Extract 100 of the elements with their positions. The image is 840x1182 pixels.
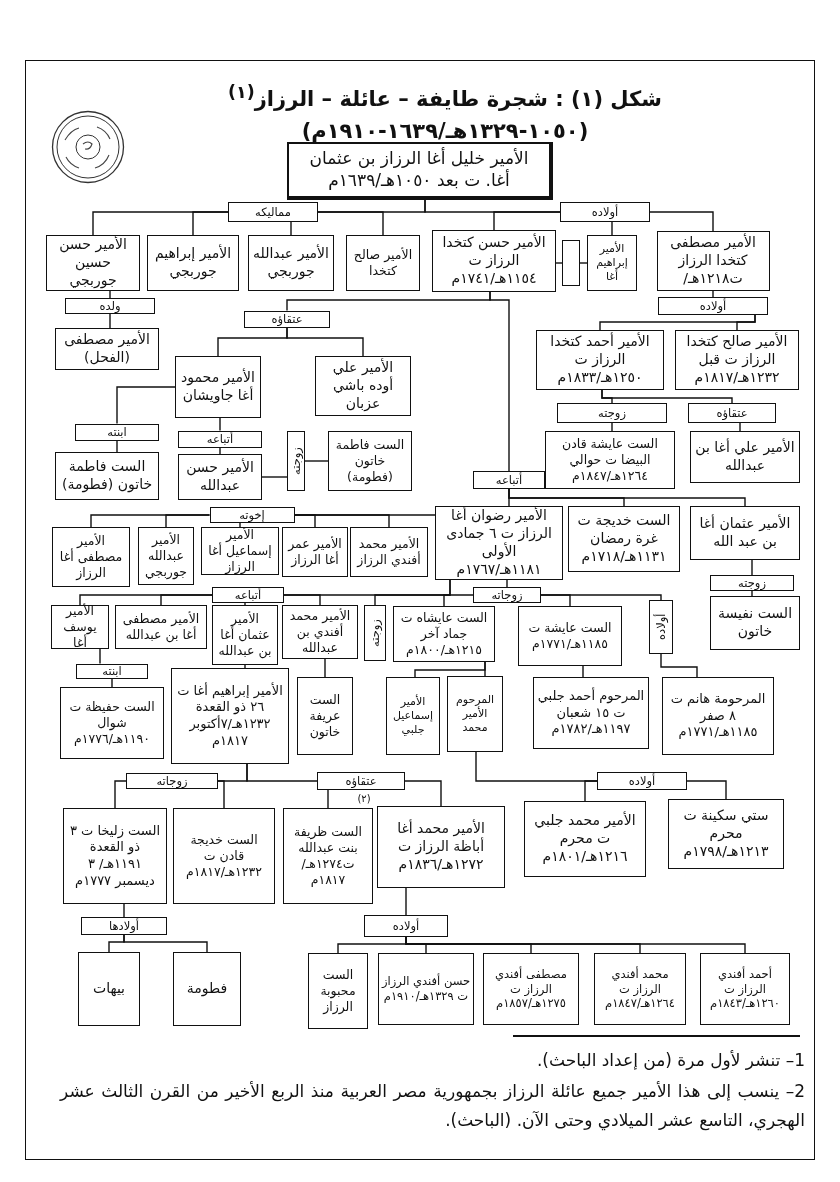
person-box: الست زليخا ت ٣ ذو القعدة ١١٩١هـ/ ٣ ديسمبر ١٧٧٧م	[63, 808, 167, 904]
connector	[660, 653, 698, 678]
connector	[493, 211, 561, 231]
relation-label: أتباعه	[178, 430, 262, 448]
connector	[739, 422, 741, 432]
person-box: الأمير حسن عبدالله	[178, 454, 262, 500]
person-box: الأمير رضوان أغا الرزاز ت ٦ جمادى الأولى ١١٨١هـ/١٧٦٧م	[435, 506, 563, 580]
person-box: الأمير صالح كتخدا الرزاز ت قبل ١٢٣٢هـ/١٨١٧م	[675, 330, 799, 390]
person-box: الست عايشة قادن البيضا ت حوالي ١٢٦٤هـ/١٨٤٧م	[545, 431, 675, 489]
connector	[317, 211, 384, 236]
person-box: الأمير مصطفى كتخدا الرزاز ت١٢١٨هـ/	[656, 231, 770, 291]
connector	[114, 780, 127, 809]
person-box: الأمير إسماعيل أغا الرزاز	[201, 527, 279, 575]
connector	[404, 780, 442, 807]
connector	[506, 579, 508, 588]
connector	[584, 780, 598, 802]
connector	[443, 594, 474, 607]
connector	[290, 221, 292, 236]
person-box: المرحوم أحمد جلبي ت ١٥ شعبان ١١٩٧هـ/١٧٨٢م	[533, 677, 649, 749]
connector	[751, 590, 753, 597]
relation-label: ابنته	[75, 423, 159, 441]
relation-label: عتقاؤه	[688, 403, 776, 423]
person-box: الأمير مصطفى أغا الرزاز	[52, 527, 130, 587]
person-box: الأمير محمد جلبي ت محرم ١٢١٦هـ/١٨٠١م	[524, 801, 646, 877]
title: شكل (١) : شجرة طايفة – عائلة – الرزاز$^{(١)}$ (١٠٥٠-١٣٢٩هـ/١٦٣٩-١٩١٠م)	[228, 81, 662, 145]
relation-label: عتقاؤه	[244, 310, 330, 328]
relation-label: زوجته	[710, 575, 794, 591]
person-box: الأمير محمد أفندي الرزاز	[350, 527, 428, 577]
connector	[582, 665, 584, 678]
person-box: الأمير حسن حسين جوربجي	[46, 235, 140, 291]
person-box: الأمير عثمان أغا بن عبد الله	[690, 506, 800, 560]
connector	[405, 887, 407, 916]
relation-label: زوجته	[287, 431, 305, 491]
person-box: الست ظريفة بنت عبدالله ت١٢٧٤هـ/ ١٨١٧م	[283, 808, 373, 904]
empty-box	[562, 240, 580, 286]
connector	[489, 291, 510, 472]
person-box: الأمير أحمد كتخدا الرزاز ت ١٢٥٠هـ/١٨٣٣م	[536, 330, 664, 390]
relation-label: أتباعه	[212, 587, 284, 603]
connector	[324, 658, 326, 678]
person-box: الست خديجة ت غرة رمضان ١١٣١هـ/١٧١٨م	[568, 506, 680, 572]
relation-label: زوجته	[364, 605, 386, 661]
connector	[123, 903, 125, 918]
person-box: الست حفيظة ت شوال ١١٩٠هـ/١٧٧٦م	[60, 687, 164, 759]
relation-label: ابنته	[76, 663, 148, 679]
connector	[540, 594, 662, 601]
person-box: مصطفى أفندي الرزاز ت ١٢٧٥هـ/١٨٥٧م	[483, 953, 579, 1025]
person-box: الأمير عمر أغا الرزاز	[282, 527, 348, 577]
person-box: محمد أفندي الرزاز ت ١٢٦٤هـ/١٨٤٧م	[594, 953, 686, 1025]
person-box: الست نفيسة خاتون	[710, 596, 800, 650]
connector	[109, 290, 111, 299]
connector	[751, 559, 753, 576]
relation-label: أولاده	[658, 297, 768, 315]
person-box: الأمير عبدالله جوربجي	[138, 527, 194, 585]
connector	[116, 439, 118, 453]
person-box: الأمير مصطفى (الفحل)	[55, 328, 159, 370]
connector	[244, 602, 246, 606]
person-box: الأمير محمد أفندي بن عبدالله	[282, 605, 358, 659]
relation-label: عتقاؤه	[317, 772, 405, 790]
relation-label: أتباعه	[473, 471, 545, 489]
person-box: الست عايشاه ت جماد آخر ١٢١٥هـ/١٨٠٠م	[393, 606, 495, 662]
person-box: ستي سكينة ت محرم ١٢١٣هـ/١٧٩٨م	[668, 799, 784, 869]
connector	[99, 648, 101, 665]
person-box: الأمير حسن كتخدا الرزاز ت ١١٥٤هـ/١٧٤١م	[432, 230, 556, 292]
relation-label: زوجته	[557, 403, 667, 423]
person-box: حسن أفندي الرزاز ت ١٣٢٩هـ/١٩١٠م	[378, 953, 474, 1025]
connector	[484, 661, 486, 677]
connector	[109, 313, 111, 329]
connector	[219, 446, 221, 455]
person-box: الأمير خليل أغا الرزاز بن عثمان أغا. ت بعد ١٠٥٠هـ/١٦٣٩م	[287, 142, 553, 200]
person-box: الأمير إبراهيم جوربجي	[147, 235, 239, 291]
relation-label: زوجاته	[473, 587, 541, 603]
person-box: الست خديجة قادن ت ١٢٣٢هـ/١٨١٧م	[173, 808, 275, 904]
connector	[217, 780, 225, 809]
connector	[327, 789, 329, 809]
connector	[79, 594, 213, 606]
relation-label: أولاده	[364, 915, 448, 937]
person-box: بيهات	[78, 952, 140, 1026]
person-box: الست محبوبة الرزاز	[308, 953, 368, 1029]
connector	[219, 417, 221, 432]
callout-number: (٢)	[356, 793, 372, 805]
person-box: الست فاطمة خاتون (فطومة)	[55, 452, 159, 500]
relation-label: إخوته	[209, 507, 295, 523]
person-box: الأمير يوسف أغا	[51, 605, 109, 649]
connector	[337, 936, 407, 954]
connector	[304, 460, 329, 462]
connector	[283, 594, 321, 606]
person-box: الأمير إبراهيم أغا	[587, 235, 637, 291]
person-box: الأمير عبدالله جوربجي	[248, 235, 334, 291]
connector	[90, 514, 211, 528]
relation-label: مماليكه	[228, 202, 318, 222]
connector	[246, 763, 318, 782]
connector	[611, 422, 613, 432]
person-box: الست فاطمة خاتون (فطومة)	[328, 431, 412, 491]
connector	[649, 211, 714, 232]
person-box: الست عريفة خاتون	[297, 677, 353, 755]
person-box: أحمد أفندي الرزاز ت ١٢٦٠هـ/١٨٤٣م	[700, 953, 790, 1025]
connector	[261, 476, 288, 478]
person-box: الأمير محمود أغا جاويشان	[175, 356, 261, 418]
person-box: الأمير مصطفى أغا بن عبدالله	[115, 605, 207, 649]
relation-label: ولده	[65, 298, 155, 314]
